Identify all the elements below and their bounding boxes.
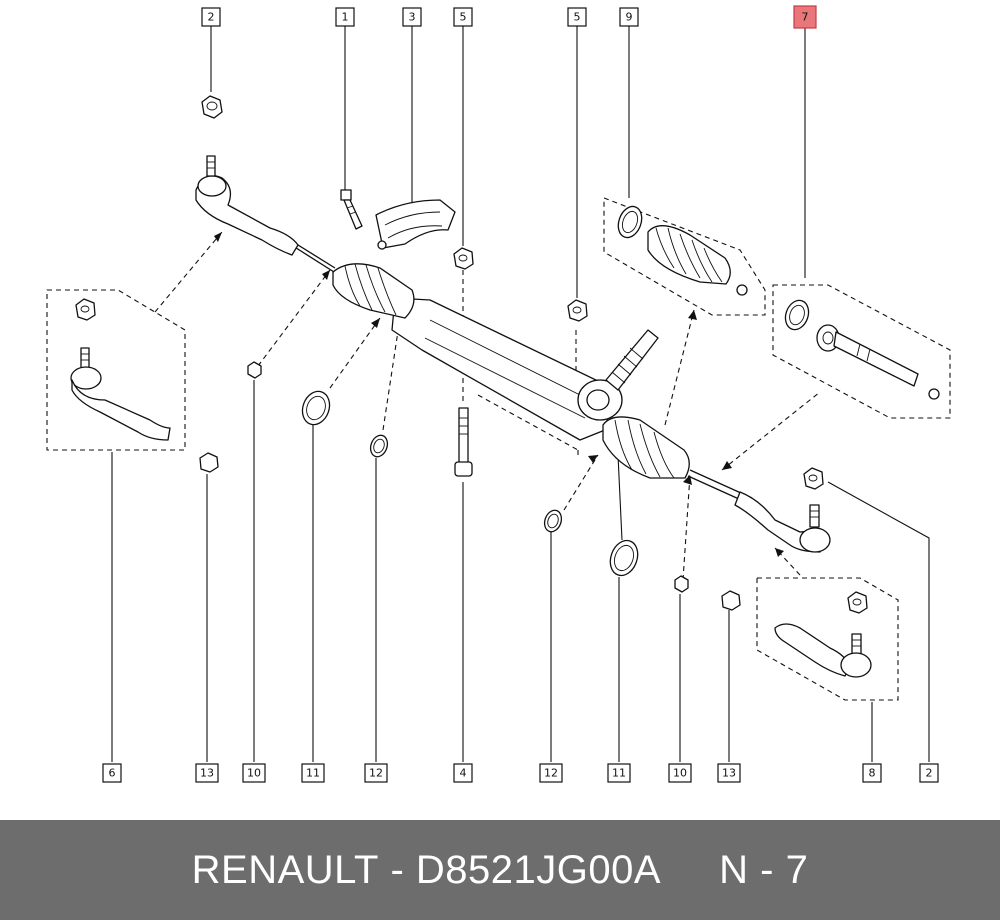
callout-8-bottom: 8 xyxy=(862,763,882,783)
callout-label: 12 xyxy=(369,767,383,780)
callout-label: 12 xyxy=(544,767,558,780)
callouts: 2 1 3 5 5 9 7 6 13 10 11 xyxy=(102,5,939,783)
callout-12-bottom-left: 12 xyxy=(364,763,388,783)
tie-rod-end-kit-6 xyxy=(70,298,171,441)
callout-label: 13 xyxy=(722,767,736,780)
part-number-footer: RENAULT - D8521JG00A N - 7 xyxy=(0,820,1000,920)
nut-10-left xyxy=(247,361,262,379)
callout-label: 9 xyxy=(626,11,633,24)
callout-label: 5 xyxy=(574,11,581,24)
nut-13-right xyxy=(721,590,741,611)
clamp-11-left xyxy=(301,390,331,426)
callout-3-top: 3 xyxy=(402,7,422,27)
callout-7-top-highlighted[interactable]: 7 xyxy=(793,5,817,29)
part-number: D8521JG00A xyxy=(415,847,662,892)
callout-10-bottom-left: 10 xyxy=(242,763,266,783)
callout-11-bottom-right: 11 xyxy=(607,763,631,783)
diagram-reference: N - 7 xyxy=(719,847,809,892)
steering-rack xyxy=(289,239,753,505)
callout-13-bottom-right: 13 xyxy=(717,763,741,783)
leader-lines xyxy=(111,26,930,762)
callout-label: 10 xyxy=(673,767,687,780)
callout-label: 7 xyxy=(802,11,809,24)
ring-12-left xyxy=(369,434,389,458)
ring-12-right xyxy=(543,509,563,533)
callout-label: 1 xyxy=(342,11,349,24)
callout-13-bottom-left: 13 xyxy=(195,763,219,783)
callout-2-top: 2 xyxy=(201,7,221,27)
parts-diagram: 2 1 3 5 5 9 7 6 13 10 11 xyxy=(46,5,951,783)
callout-label: 11 xyxy=(306,767,320,780)
bracket-3 xyxy=(375,199,456,250)
callout-11-bottom-left: 11 xyxy=(301,763,325,783)
nut-13-left xyxy=(199,452,219,473)
tie-rod-end-kit-8 xyxy=(774,591,872,678)
callout-10-bottom-right: 10 xyxy=(668,763,692,783)
nut-10-right xyxy=(674,575,689,593)
callout-label: 10 xyxy=(247,767,261,780)
callout-9-top: 9 xyxy=(619,7,639,27)
nut-top-left xyxy=(201,95,223,119)
callout-12-bottom-right: 12 xyxy=(539,763,563,783)
nut-2-right xyxy=(803,467,824,490)
left-tie-rod-end xyxy=(195,155,299,256)
callout-label: 3 xyxy=(409,11,416,24)
spacer xyxy=(661,848,719,893)
boot-kit-9 xyxy=(617,205,748,296)
callout-label: 8 xyxy=(869,767,876,780)
callout-label: 2 xyxy=(926,767,933,780)
inner-tie-rod-kit-7 xyxy=(784,299,940,400)
callout-label: 13 xyxy=(200,767,214,780)
callout-5-top-left: 5 xyxy=(453,7,473,27)
callout-5-top-right: 5 xyxy=(567,7,587,27)
nut-5-left xyxy=(453,247,474,270)
callout-6-bottom: 6 xyxy=(102,763,122,783)
callout-2-bottom: 2 xyxy=(919,763,939,783)
callout-label: 4 xyxy=(460,767,467,780)
right-tie-rod-end xyxy=(734,491,831,553)
bolt-4 xyxy=(454,407,473,477)
steering-rack-exploded-view: 2 1 3 5 5 9 7 6 13 10 11 xyxy=(46,5,951,783)
callout-1-top: 1 xyxy=(335,7,355,27)
bolt-1 xyxy=(340,189,363,230)
dashed-guides xyxy=(46,197,951,701)
callout-4-bottom: 4 xyxy=(453,763,473,783)
callout-label: 11 xyxy=(612,767,626,780)
clamp-11-right xyxy=(609,539,639,577)
nut-5-right xyxy=(567,299,588,322)
brand-name: RENAULT xyxy=(191,847,379,892)
callout-label: 5 xyxy=(460,11,467,24)
separator: - xyxy=(378,847,416,892)
callout-label: 6 xyxy=(109,767,116,780)
callout-label: 2 xyxy=(208,11,215,24)
